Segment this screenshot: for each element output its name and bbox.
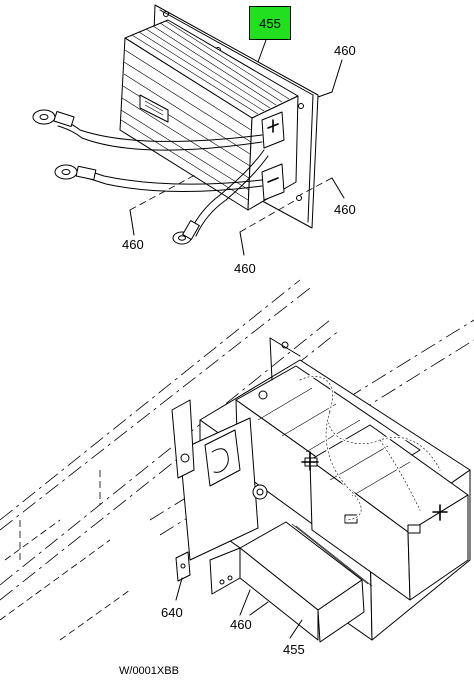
callout-455-highlight[interactable]: 455 bbox=[249, 6, 291, 40]
callout-460[interactable]: 460 bbox=[230, 617, 252, 632]
callout-455[interactable]: 455 bbox=[283, 642, 305, 657]
figure-id: W/0001XBB bbox=[119, 665, 179, 677]
cable-lug bbox=[32, 109, 56, 125]
callout-460[interactable]: 460 bbox=[334, 202, 356, 217]
leader-lines-bottom bbox=[175, 577, 303, 639]
callout-label: 455 bbox=[259, 15, 281, 31]
battery-cables bbox=[299, 374, 442, 522]
tab-bracket-640 bbox=[175, 551, 191, 582]
callout-460[interactable]: 460 bbox=[334, 43, 356, 58]
callout-460[interactable]: 460 bbox=[122, 237, 144, 252]
cables-top bbox=[32, 109, 269, 245]
callout-460[interactable]: 460 bbox=[234, 261, 256, 276]
leader-lines-top bbox=[129, 39, 345, 256]
converter-assembly bbox=[119, 4, 319, 229]
battery-cover bbox=[209, 521, 373, 643]
mounting-bracket bbox=[171, 337, 301, 561]
cable-lug bbox=[54, 164, 78, 180]
callout-640[interactable]: 640 bbox=[161, 605, 183, 620]
